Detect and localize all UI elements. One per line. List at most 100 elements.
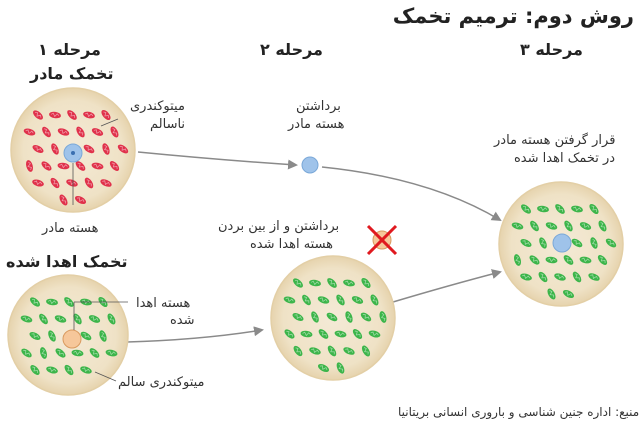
mitochondrion xyxy=(100,179,112,187)
mitochondrion xyxy=(46,366,58,374)
mitochondrion xyxy=(41,161,52,171)
mitochondrion xyxy=(46,298,58,306)
pointer-healthy-mito xyxy=(94,371,117,382)
mitochondrion xyxy=(48,330,56,342)
transferred-nucleus xyxy=(552,233,572,253)
mitochondrion xyxy=(20,315,33,323)
mitochondrion xyxy=(57,128,70,136)
mitochondrion xyxy=(537,205,549,213)
place-nucleus-label-1: قرار گرفتن هسته مادر xyxy=(494,133,616,148)
stage-1-label: مرحله ۱ xyxy=(38,40,101,59)
mitochondrion xyxy=(579,222,592,230)
mitochondrion xyxy=(80,331,92,341)
mitochondrion xyxy=(514,254,521,266)
mitochondrion xyxy=(29,331,41,341)
mitochondrion xyxy=(292,312,304,322)
healthy-mito-label: میتوکندری سالم xyxy=(118,375,205,390)
mitochondrion xyxy=(105,349,118,357)
mitochondrion xyxy=(91,162,104,170)
faulty-mito-label-1: میتوکندری xyxy=(130,99,185,114)
mitochondrion xyxy=(545,222,558,230)
mitochondrion xyxy=(511,222,524,230)
mitochondrion xyxy=(598,220,607,232)
mitochondrion xyxy=(520,273,532,281)
mitochondrion xyxy=(293,345,303,357)
donor-nucleus xyxy=(62,329,82,349)
mitochondrion xyxy=(39,313,48,325)
source-note: منبع: اداره جنین شناسی و باروری انسانی ب… xyxy=(398,405,640,419)
stage-2-label: مرحله ۲ xyxy=(260,40,323,59)
mitochondrion xyxy=(327,345,337,357)
donor-egg-label: تخمک اهدا شده xyxy=(6,252,128,271)
mitochondrion xyxy=(360,312,372,322)
mitochondrion xyxy=(80,366,92,374)
mitochondrion xyxy=(57,162,70,170)
removed-mother-nucleus xyxy=(301,156,319,174)
mitochondrion xyxy=(555,204,565,214)
mitochondrion xyxy=(588,273,600,281)
mitochondrion xyxy=(605,238,617,248)
mitochondrion xyxy=(351,296,364,304)
donor-nucleus-label-2: شده xyxy=(170,313,195,328)
pointer-faulty-mito xyxy=(100,118,119,127)
mitochondrion xyxy=(83,111,95,119)
mitochondrion xyxy=(32,144,44,154)
mitochondrion xyxy=(327,278,337,288)
mitochondrion xyxy=(571,238,583,248)
mitochondrion xyxy=(51,143,59,155)
mitochondrion xyxy=(370,294,379,306)
mitochondrion xyxy=(75,161,86,171)
mitochondrion xyxy=(563,255,574,265)
mitochondrion xyxy=(368,330,381,338)
mitochondrion xyxy=(66,179,78,187)
mitochondrion xyxy=(40,347,47,359)
mitochondrion xyxy=(571,205,583,213)
mitochondrion xyxy=(54,315,67,323)
mitochondrion xyxy=(579,256,592,264)
mitochondrion xyxy=(49,111,61,119)
mitochondrion xyxy=(538,271,548,283)
diagram-title: روش دوم: ترمیم تخمک xyxy=(392,4,634,28)
mitochondrion xyxy=(317,296,330,304)
mitochondrion xyxy=(67,110,77,120)
mitochondrion xyxy=(520,238,532,248)
mitochondrion xyxy=(76,126,85,138)
mitochondrion xyxy=(283,296,296,304)
mitochondrion xyxy=(554,273,566,281)
mitochondrion xyxy=(83,144,95,154)
place-nucleus-label-2: در تخمک اهدا شده xyxy=(514,151,616,166)
mitochondrion xyxy=(33,110,43,120)
mitochondrion xyxy=(317,364,330,372)
remove-donor-label-2: هسته اهدا شده xyxy=(250,237,334,252)
arrow-donor-to-enucleated xyxy=(124,326,264,343)
remove-mother-label-1: برداشتن xyxy=(296,99,341,114)
mitochondrion xyxy=(590,237,598,249)
donor-nucleus-label-1: هسته اهدا xyxy=(136,296,191,311)
mitochondrion xyxy=(64,297,74,307)
mitochondrion xyxy=(74,196,87,204)
mitochondrion xyxy=(30,365,40,375)
mitochondrion xyxy=(539,237,547,249)
mitochondrion xyxy=(64,364,74,376)
mitochondrion xyxy=(318,329,329,339)
mitochondrion xyxy=(597,255,608,265)
mitochondrion xyxy=(300,330,313,338)
mitochondrion xyxy=(109,161,120,171)
mitochondrion xyxy=(336,294,345,306)
mitochondrion xyxy=(30,297,40,307)
mitochondrion xyxy=(529,255,540,265)
mitochondrion xyxy=(110,126,119,138)
mitochondrion xyxy=(379,311,387,323)
mitochondrion xyxy=(91,128,104,136)
mitochondrion xyxy=(32,179,44,187)
mitochondrion xyxy=(572,271,582,283)
mother-egg-label: تخمک مادر xyxy=(30,64,114,83)
arrow-enucleated-to-final xyxy=(392,269,502,303)
mitochondrion xyxy=(336,362,345,374)
mitochondrion xyxy=(284,329,295,339)
mitochondrion xyxy=(334,330,347,338)
mitochondrion xyxy=(343,347,355,355)
mitochondrion xyxy=(547,288,556,300)
enucleated-donor-egg-cell xyxy=(270,255,396,381)
